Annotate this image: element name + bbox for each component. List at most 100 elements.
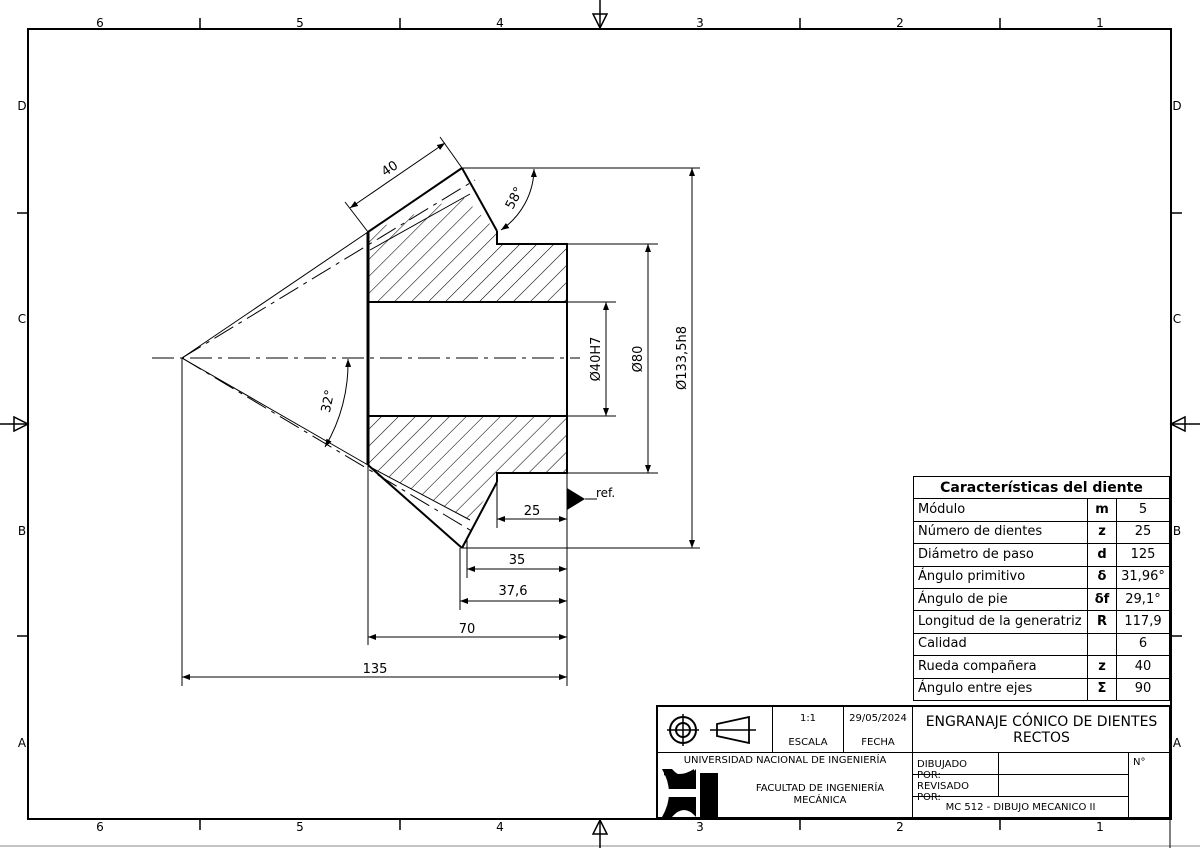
row-value: 6	[1116, 632, 1170, 657]
row-value: 117,9	[1116, 610, 1170, 634]
svg-text:40: 40	[379, 158, 401, 180]
row-value: 90	[1116, 677, 1170, 701]
row-symbol: z	[1087, 520, 1117, 545]
svg-text:Ø80: Ø80	[631, 346, 646, 373]
row-symbol: Σ	[1087, 677, 1117, 701]
svg-text:3: 3	[696, 820, 704, 834]
svg-text:35: 35	[509, 553, 526, 568]
sheet-number-label: N°	[1128, 752, 1171, 819]
svg-text:1: 1	[1096, 820, 1104, 834]
reviewed-by-field[interactable]	[998, 774, 1129, 797]
svg-text:A: A	[18, 736, 27, 750]
dimensions: 40 58° 32° Ø40H7 Ø80 Ø133,5h8 25 35	[181, 136, 700, 686]
course-code: MC 512 - DIBUJO MECANICO II	[912, 796, 1129, 819]
svg-text:70: 70	[459, 622, 476, 637]
row-value: 40	[1116, 655, 1170, 679]
svg-text:5: 5	[296, 820, 304, 834]
projection-symbol-cell	[657, 706, 773, 753]
date-label: FECHA	[861, 737, 895, 748]
university-cell: UNIVERSIDAD NACIONAL DE INGENIERÍA FACUL…	[657, 752, 913, 819]
date-value: 29/05/2024	[849, 713, 907, 724]
svg-text:Ø40H7: Ø40H7	[589, 337, 604, 382]
drawing-title: ENGRANAJE CÓNICO DE DIENTES RECTOS	[912, 706, 1171, 753]
row-label: Ángulo primitivo	[913, 565, 1088, 589]
row-value: 25	[1116, 520, 1170, 545]
svg-text:B: B	[1173, 524, 1181, 538]
svg-text:58°: 58°	[503, 185, 527, 212]
svg-text:3: 3	[696, 16, 704, 30]
svg-text:6: 6	[96, 820, 104, 834]
row-symbol: R	[1087, 610, 1117, 634]
title-block: 1:1 ESCALA 29/05/2024 FECHA ENGRANAJE CÓ…	[656, 705, 1171, 819]
svg-text:135: 135	[363, 662, 388, 677]
first-angle-projection-icon	[667, 713, 756, 746]
scale-label: ESCALA	[788, 737, 828, 748]
university-logo-icon	[662, 769, 718, 817]
pitch-cone-line-top	[181, 179, 476, 359]
svg-text:1: 1	[1096, 16, 1104, 30]
gear-section-view: ref.	[152, 167, 615, 549]
date-cell: 29/05/2024 FECHA	[843, 706, 913, 753]
centering-mark-bottom	[591, 818, 609, 848]
row-symbol: m	[1087, 498, 1117, 522]
row-symbol	[1087, 632, 1117, 657]
svg-text:6: 6	[96, 16, 104, 30]
row-value: 31,96°	[1116, 565, 1170, 589]
svg-text:2: 2	[896, 16, 904, 30]
svg-text:Ø133,5h8: Ø133,5h8	[675, 326, 690, 390]
row-label: Número de dientes	[913, 520, 1088, 545]
scale-cell: 1:1 ESCALA	[772, 706, 844, 753]
university-name: UNIVERSIDAD NACIONAL DE INGENIERÍA	[683, 755, 887, 766]
zone-labels: 6 5 4 3 2 1 6 5 4 3 2 1 D C B A D C B A	[17, 16, 1182, 834]
svg-text:5: 5	[296, 16, 304, 30]
scale-value: 1:1	[799, 713, 817, 724]
row-label: Calidad	[913, 632, 1088, 657]
row-label: Longitud de la generatriz	[913, 610, 1088, 634]
svg-text:C: C	[1173, 312, 1181, 326]
faculty-name: FACULTAD DE INGENIERÍA MECÁNICA	[728, 783, 912, 807]
row-label: Ángulo entre ejes	[913, 677, 1088, 701]
faculty-line-2: MECÁNICA	[793, 795, 847, 806]
svg-text:C: C	[18, 312, 26, 326]
row-symbol: δ	[1087, 565, 1117, 589]
row-label: Rueda compañera	[913, 655, 1088, 679]
row-label: Módulo	[913, 498, 1088, 522]
svg-text:A: A	[1173, 736, 1182, 750]
reference-datum-icon	[567, 488, 585, 510]
svg-text:2: 2	[896, 820, 904, 834]
centering-mark-right	[1169, 415, 1200, 433]
svg-text:37,6: 37,6	[499, 584, 528, 599]
faculty-line-1: FACULTAD DE INGENIERÍA	[755, 783, 885, 794]
drawn-by-field[interactable]	[998, 752, 1129, 775]
row-value: 29,1°	[1116, 587, 1170, 612]
title-line-2: RECTOS	[1013, 729, 1070, 746]
row-symbol: δf	[1087, 587, 1117, 612]
row-symbol: d	[1087, 543, 1117, 567]
svg-text:4: 4	[496, 16, 504, 30]
svg-text:4: 4	[496, 820, 504, 834]
title-line-1: ENGRANAJE CÓNICO DE DIENTES	[925, 713, 1158, 730]
drawn-by-label: DIBUJADO POR:	[912, 752, 999, 781]
table-title: Características del diente	[913, 475, 1170, 500]
svg-text:B: B	[18, 524, 26, 538]
svg-text:25: 25	[524, 504, 541, 519]
row-label: Diámetro de paso	[913, 543, 1088, 567]
row-symbol: z	[1087, 655, 1117, 679]
reviewed-by-label: REVISADO POR:	[912, 774, 999, 803]
svg-text:ref.: ref.	[596, 486, 615, 500]
svg-text:D: D	[17, 99, 26, 113]
centering-mark-left	[0, 415, 30, 433]
svg-text:D: D	[1172, 99, 1181, 113]
row-label: Ángulo de pie	[913, 587, 1088, 612]
table-row: Calidad 6	[913, 632, 1170, 657]
